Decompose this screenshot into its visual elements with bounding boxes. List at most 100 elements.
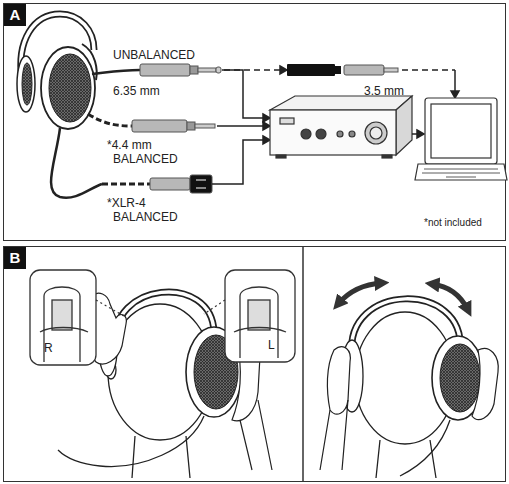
amplifier-part [349,131,355,137]
inset-right-side-part [40,328,88,333]
amplifier-part [337,131,343,137]
to-laptop-line-part [454,70,456,92]
adapter-path-part [280,66,287,74]
hands-left-part [240,400,272,470]
inset-left-side-part [248,300,270,330]
adjust-arrows-part [432,284,468,310]
inset-right-side-part [52,300,72,330]
dimension: *4.4 mm [107,138,152,152]
headphones-part [49,54,91,122]
adapter-part [335,66,341,74]
leader-lines-part [204,300,225,314]
cables-part [102,183,150,186]
inset-left-side-part [234,328,286,333]
inset-left-side-part [240,287,278,358]
amp-arrows-part [222,70,263,118]
headphones [17,14,97,129]
amp-arrows-part [217,125,263,127]
cable-label: BALANCED [113,152,178,166]
plug-635-part [140,64,190,76]
inset-left-side-part [225,270,295,362]
amp-arrows-part [263,136,270,144]
amp-arrows-part [263,122,270,130]
inset-left-side [225,270,295,362]
panel-letter: B [4,247,26,269]
to-laptop-line [402,70,459,98]
amplifier-part [396,96,412,155]
plug-635-part [198,68,216,72]
footnote: *not included [424,216,482,230]
amplifier-part [276,155,286,158]
headphones-right-part [400,420,450,476]
laptop-part [422,169,500,177]
to-laptop-line-part [402,69,455,71]
adjust-arrows-part [338,283,382,304]
hands-right-part [472,348,498,419]
headphones-part [41,47,95,129]
plug-35-part [344,65,384,75]
amplifier-part [370,127,382,139]
laptop-part [415,164,507,180]
hands-right-part [320,400,348,470]
plug-44-part [132,120,187,132]
connector-label: *XLR-4 [107,196,146,210]
plug-xlr-part [150,178,190,190]
plug-44-part [195,124,215,128]
plug-635-part [216,67,221,73]
amp-to-laptop [412,130,424,138]
leader-lines [96,300,225,316]
plug-35-part [384,68,398,72]
amplifier-part [365,122,387,144]
amp-arrows [212,70,270,184]
cables-part [88,114,132,126]
hands-right [320,347,498,470]
plug-44-part [187,122,195,130]
side-mark: R [44,341,53,355]
laptop [415,98,507,180]
panel-letter: A [4,4,26,26]
head-left-part [132,436,190,478]
amplifier-part [301,129,311,139]
cable-label: UNBALANCED [113,48,195,62]
laptop-part [425,98,497,164]
amp-arrows-part [263,114,270,122]
plug-xlr-part [196,180,206,188]
side-mark: L [268,338,275,352]
to-laptop-line-part [451,91,459,98]
amplifier [270,96,412,158]
plug-44 [132,120,215,132]
plug-635-part [190,66,198,74]
inset-right-side-part [44,287,80,362]
amplifier-part [382,155,392,158]
plug-xlr-part [190,175,212,193]
amplifier-part [270,110,396,155]
plug-635 [140,64,221,76]
adjust-arrows [338,283,468,310]
amplifier-part [280,118,294,124]
leader-lines-part [96,300,124,316]
headphones-left-part [58,416,204,467]
dimension: 6.35 mm [113,84,160,98]
amp-arrows-part [212,140,263,184]
laptop-part [431,104,491,158]
inset-right-side-part [30,270,96,365]
panel-divider [302,247,304,481]
plug-xlr [150,175,212,193]
headphones-right [341,299,484,476]
cables-part [92,70,140,74]
amplifier-part [316,129,326,139]
headphones-right-part [440,344,480,412]
headphones-part [22,63,32,105]
adapter-part [287,64,335,76]
amp-to-laptop-part [417,130,424,138]
dimension: 3.5 mm [364,84,404,98]
cables-part [51,128,102,198]
headphones-part [17,56,35,112]
inset-right-side [30,270,96,365]
hands-right-part [327,347,350,414]
plug-35 [344,65,398,75]
amplifier-part [270,96,412,110]
adapter [287,64,341,76]
